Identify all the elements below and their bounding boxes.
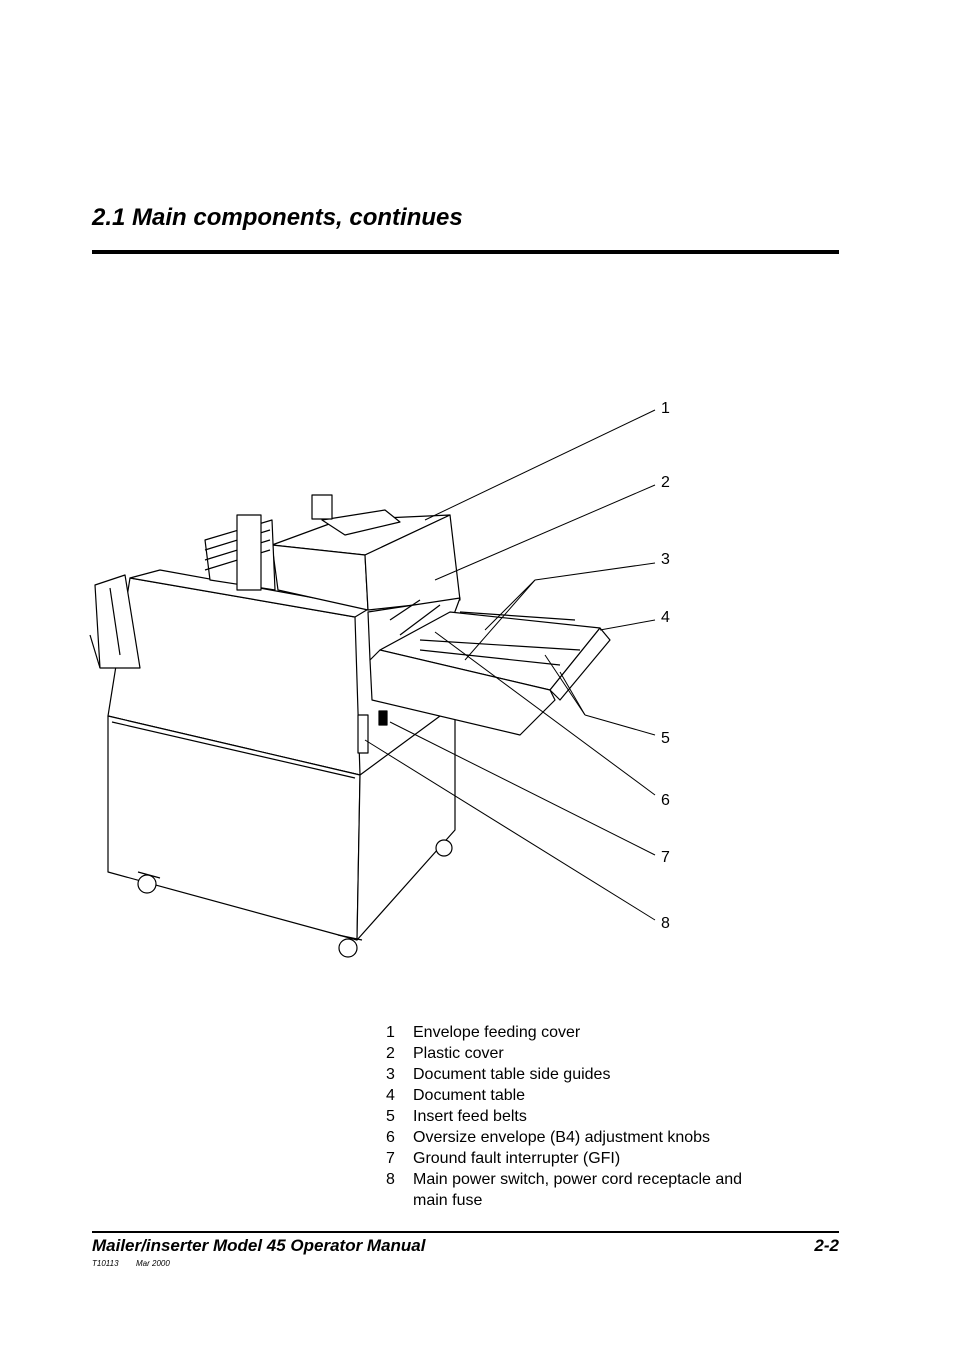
legend-number: 1 bbox=[386, 1024, 395, 1041]
callout-number-4: 4 bbox=[661, 609, 670, 626]
legend-label: Insert feed belts bbox=[413, 1108, 527, 1125]
component-legend: 1 Envelope feeding cover 2 Plastic cover… bbox=[386, 1022, 773, 1211]
legend-item: 1 Envelope feeding cover bbox=[386, 1022, 773, 1043]
document-table bbox=[369, 611, 611, 736]
legend-item: 4 Document table bbox=[386, 1085, 773, 1106]
legend-label: Main power switch, power cord receptacle… bbox=[413, 1171, 743, 1209]
footer-rule bbox=[92, 1231, 839, 1233]
legend-number: 6 bbox=[386, 1129, 395, 1146]
callout-leaders bbox=[364, 409, 656, 921]
machine-illustration bbox=[89, 409, 656, 958]
title-rule bbox=[92, 250, 839, 254]
legend-number: 5 bbox=[386, 1108, 395, 1125]
callout-number-6: 6 bbox=[661, 792, 670, 809]
legend-label: Document table bbox=[413, 1087, 526, 1104]
envelope-stack bbox=[204, 514, 276, 591]
callout-number-3: 3 bbox=[661, 551, 670, 568]
legend-item: 7 Ground fault interrupter (GFI) bbox=[386, 1148, 773, 1169]
legend-label: Ground fault interrupter (GFI) bbox=[413, 1150, 621, 1167]
footer-date: Mar 2000 bbox=[136, 1259, 170, 1268]
power-switch-panel bbox=[357, 710, 388, 754]
callout-number-5: 5 bbox=[661, 730, 670, 747]
legend-item: 5 Insert feed belts bbox=[386, 1106, 773, 1127]
callout-number-1: 1 bbox=[661, 400, 670, 417]
side-handle bbox=[89, 574, 141, 669]
legend-number: 8 bbox=[386, 1171, 395, 1188]
legend-label: Plastic cover bbox=[413, 1045, 504, 1062]
legend-number: 3 bbox=[386, 1066, 395, 1083]
footer-manual-title: Mailer/inserter Model 45 Operator Manual bbox=[92, 1236, 426, 1255]
callout-number-2: 2 bbox=[661, 474, 670, 491]
legend-number: 7 bbox=[386, 1150, 395, 1167]
envelope-feeding-cover bbox=[271, 494, 461, 611]
callout-number-7: 7 bbox=[661, 849, 670, 866]
legend-number: 2 bbox=[386, 1045, 395, 1062]
legend-label: Oversize envelope (B4) adjustment knobs bbox=[413, 1129, 711, 1146]
legend-number: 4 bbox=[386, 1087, 395, 1104]
legend-item: 3 Document table side guides bbox=[386, 1064, 773, 1085]
cabinet-lower bbox=[107, 704, 456, 941]
legend-item: 8 Main power switch, power cord receptac… bbox=[386, 1169, 773, 1211]
legend-item: 2 Plastic cover bbox=[386, 1043, 773, 1064]
legend-item: 6 Oversize envelope (B4) adjustment knob… bbox=[386, 1127, 773, 1148]
footer-page-number: 2-2 bbox=[814, 1236, 839, 1255]
footer-doc-code: T10113 bbox=[92, 1259, 119, 1268]
casters bbox=[137, 839, 453, 958]
legend-label: Document table side guides bbox=[413, 1066, 611, 1083]
section-title: 2.1 Main components, continues bbox=[92, 204, 463, 231]
callout-number-8: 8 bbox=[661, 915, 670, 932]
legend-label: Envelope feeding cover bbox=[413, 1024, 581, 1041]
